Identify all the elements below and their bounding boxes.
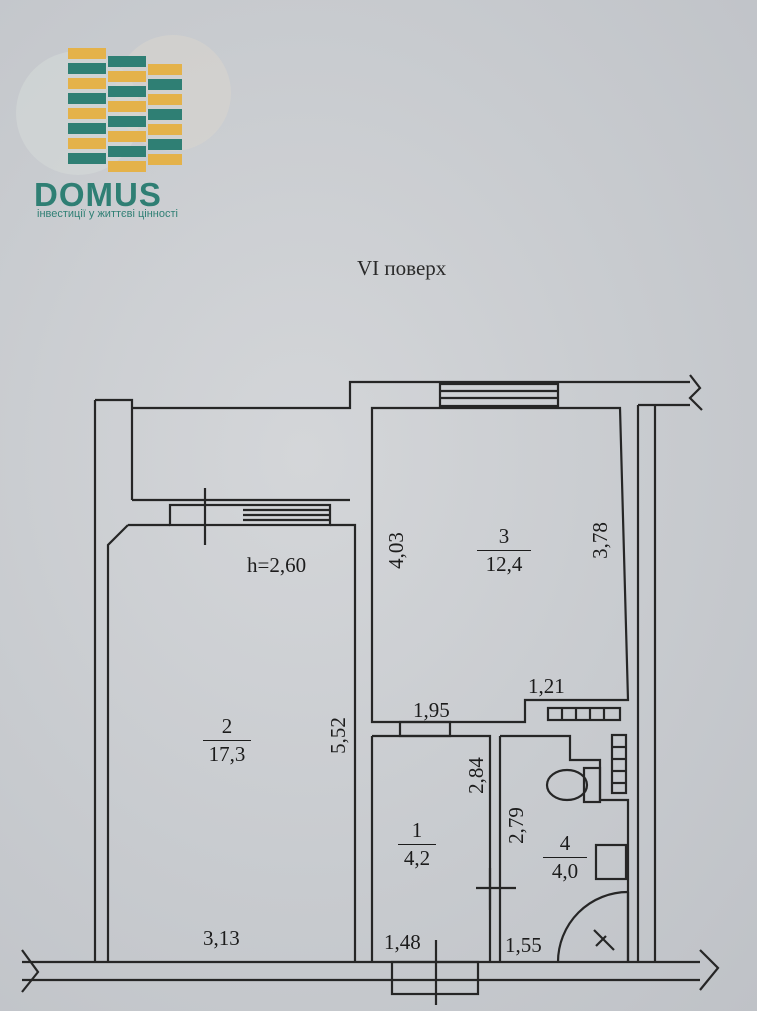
room-number: 2 [221, 714, 233, 738]
domus-logo [16, 35, 231, 175]
logo-wordmark: DOMUS [34, 176, 162, 213]
room-number: 3 [498, 524, 510, 548]
dimension-room2-right: 5,52 [325, 717, 350, 754]
dimension-room3-bottom: 1,95 [413, 698, 450, 722]
room-2-walls [106, 488, 357, 962]
room-2-label: 2 17,3 [203, 716, 251, 765]
room-1-walls [370, 720, 516, 1005]
dimension-room3-bottom-right: 1,21 [528, 674, 565, 698]
room-3-walls [370, 382, 630, 724]
building-logo-icon [68, 48, 182, 172]
room-1-label: 1 4,2 [398, 820, 436, 869]
dimension-room2-bottom: 3,13 [203, 926, 240, 950]
dimension-room4-bottom: 1,55 [505, 933, 542, 957]
outer-walls [21, 374, 720, 993]
room-4-walls [498, 733, 630, 963]
room-number: 1 [411, 818, 423, 842]
room-area: 4,2 [398, 844, 436, 869]
logo-tagline: інвестиції у життєві цінності [37, 208, 178, 220]
floor-title: VI поверх [357, 256, 447, 280]
dimension-room3-right: 3,78 [587, 522, 612, 559]
dimension-room3-left: 4,03 [383, 532, 408, 569]
room-number: 4 [559, 831, 571, 855]
dimension-room4-left: 2,79 [503, 807, 528, 844]
room-3-label: 3 12,4 [477, 526, 531, 575]
room-4-label: 4 4,0 [543, 833, 587, 882]
ceiling-height-label: h=2,60 [247, 553, 307, 577]
room-area: 17,3 [203, 740, 251, 765]
dimension-room1-bottom: 1,48 [384, 930, 421, 954]
dimension-room1-right: 2,84 [463, 757, 488, 794]
room-area: 4,0 [543, 857, 587, 882]
room-area: 12,4 [477, 550, 531, 575]
